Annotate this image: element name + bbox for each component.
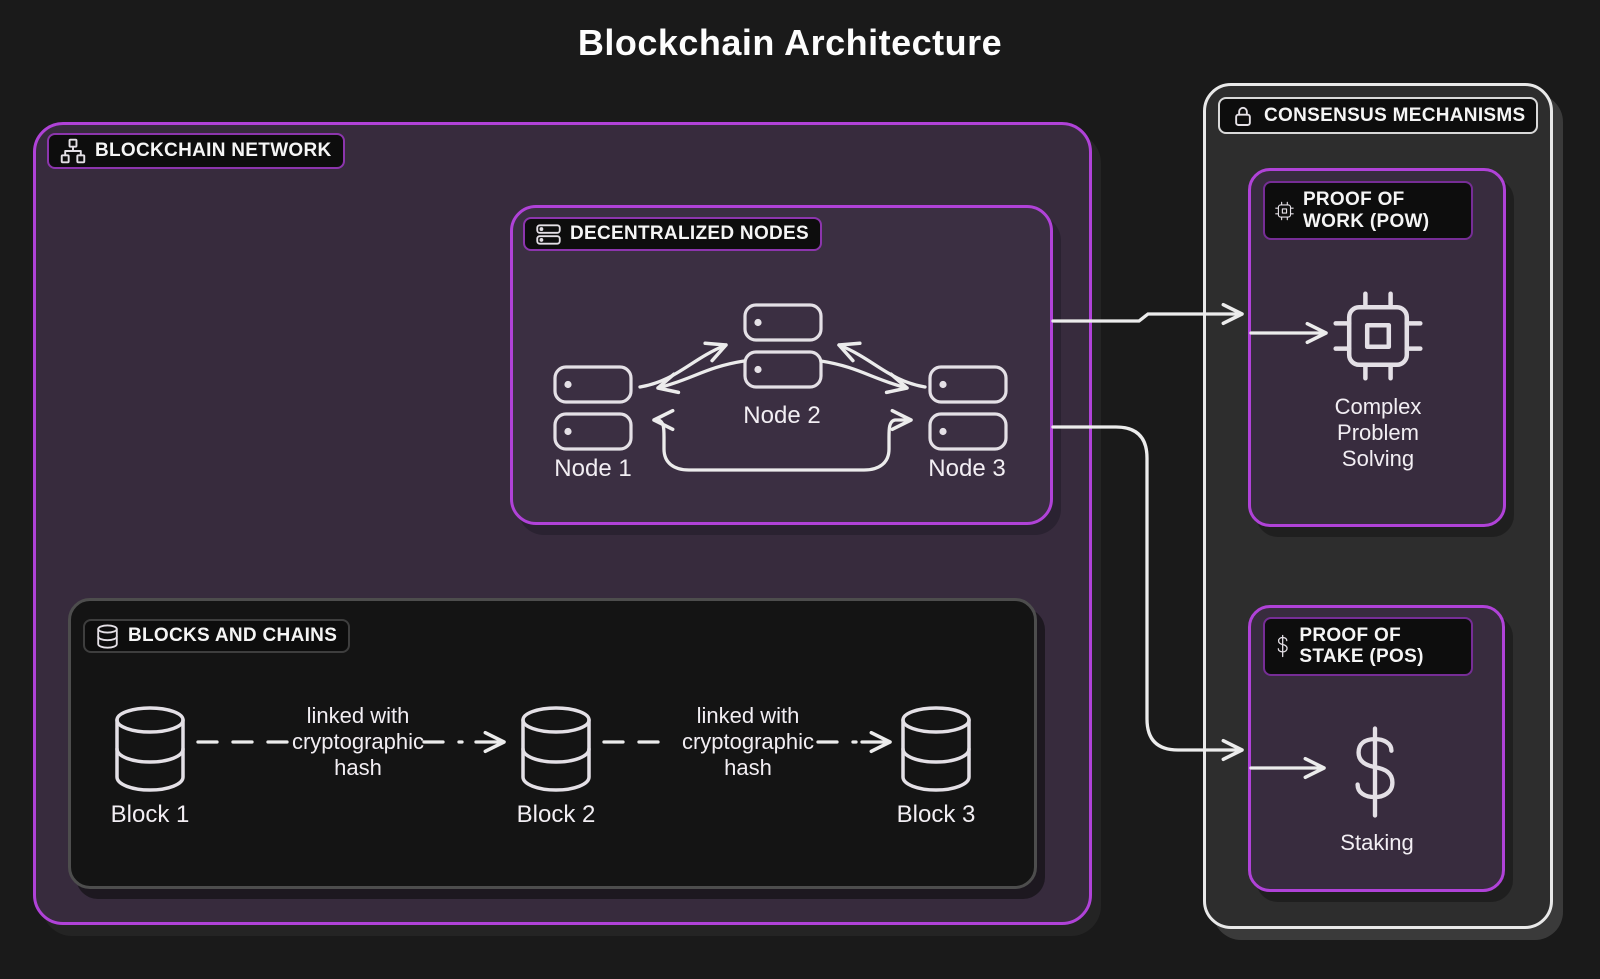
block-2-label: Block 2 <box>516 801 596 828</box>
consensus-mechanisms-label-chip: CONSENSUS MECHANISMS <box>1218 97 1539 134</box>
proof-of-stake-label: PROOF OF STAKE (POS) <box>1299 625 1424 668</box>
decentralized-nodes-label-chip: DECENTRALIZED NODES <box>523 217 822 251</box>
decentralized-nodes-container <box>510 205 1053 525</box>
blockchain-network-label: BLOCKCHAIN NETWORK <box>95 140 332 162</box>
server-icon <box>536 223 561 245</box>
cpu-icon <box>1275 201 1294 220</box>
dollar-icon <box>1277 635 1288 658</box>
proof-of-stake-label-chip: PROOF OF STAKE (POS) <box>1263 617 1473 676</box>
pow-caption: Complex Problem Solving <box>1334 394 1422 471</box>
block-2-icon <box>521 706 591 792</box>
block-3-label: Block 3 <box>896 801 976 828</box>
cpu-icon-large <box>1333 291 1423 381</box>
link-caption-2: linked with cryptographic hash <box>681 703 815 780</box>
node-1-label: Node 1 <box>554 455 632 482</box>
blocks-and-chains-label: BLOCKS AND CHAINS <box>128 625 338 647</box>
node-2-label: Node 2 <box>743 402 821 429</box>
proof-of-work-label: PROOF OF WORK (POW) <box>1302 189 1430 232</box>
database-icon <box>97 624 118 649</box>
node-2-icon <box>743 303 823 389</box>
sitemap-icon <box>60 138 86 164</box>
link-caption-1: linked with cryptographic hash <box>291 703 425 780</box>
decentralized-nodes-label: DECENTRALIZED NODES <box>570 223 809 245</box>
dollar-icon-large <box>1355 726 1395 818</box>
block-3-icon <box>901 706 971 792</box>
block-1-label: Block 1 <box>110 801 190 828</box>
lock-icon <box>1235 106 1251 126</box>
proof-of-work-label-chip: PROOF OF WORK (POW) <box>1263 181 1473 240</box>
node-1-icon <box>553 365 633 451</box>
page-title: Blockchain Architecture <box>577 22 1003 63</box>
block-1-icon <box>115 706 185 792</box>
node-3-icon <box>928 365 1008 451</box>
pos-caption: Staking <box>1340 830 1414 855</box>
node-3-label: Node 3 <box>928 455 1006 482</box>
consensus-mechanisms-label: CONSENSUS MECHANISMS <box>1264 104 1526 126</box>
blockchain-network-label-chip: BLOCKCHAIN NETWORK <box>47 133 345 169</box>
blocks-and-chains-label-chip: BLOCKS AND CHAINS <box>83 619 351 653</box>
